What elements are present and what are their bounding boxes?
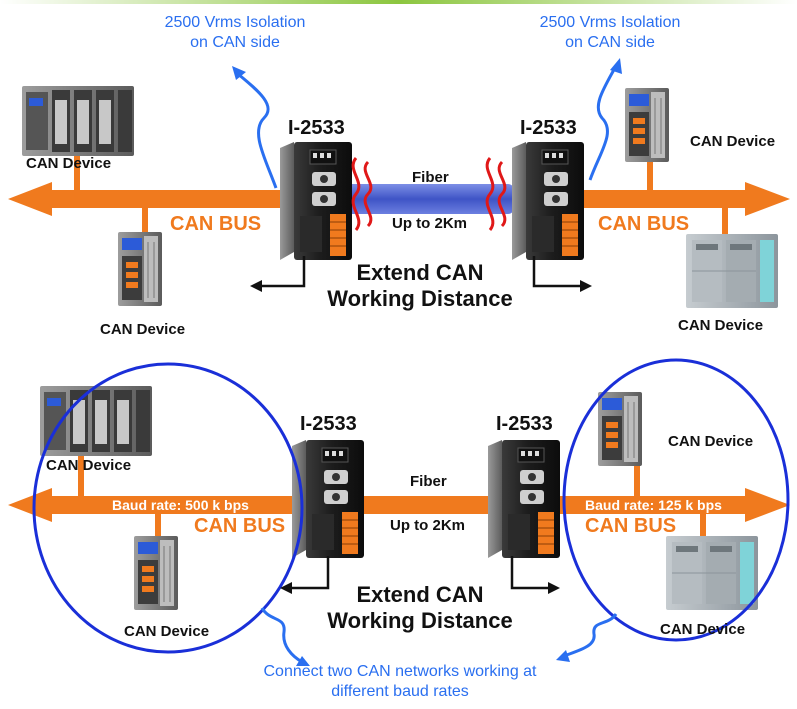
pointer-arrow-icon [250, 280, 262, 292]
extend-line: Extend CAN [356, 582, 484, 607]
bottom-stem [78, 452, 84, 498]
extend-line: Working Distance [327, 286, 513, 311]
top-stem [142, 204, 148, 236]
can-bus-label: CAN BUS [170, 213, 262, 235]
i2533-module-icon [279, 141, 353, 261]
fiber-label: Fiber [410, 473, 447, 490]
pointer-arrow-icon [580, 280, 592, 292]
can-bus-label: CAN BUS [585, 515, 677, 537]
fiber-distance-label: Up to 2Km [392, 215, 467, 232]
isolation-note-line: on CAN side [565, 34, 655, 51]
device-label: CAN Device [678, 317, 764, 334]
pointer-arrow-icon [256, 256, 306, 288]
can-device-icon [117, 231, 163, 307]
pointer-arrow-icon [510, 556, 554, 590]
bottom-stem [155, 512, 161, 542]
device-label: CAN Device [660, 621, 746, 638]
pointer-arrow-icon [280, 582, 292, 594]
plc-icon [665, 535, 759, 611]
device-label: CAN Device [100, 321, 186, 338]
device-label: CAN Device [124, 623, 210, 640]
can-device-icon [133, 535, 179, 611]
top-stem [647, 152, 653, 194]
pointer-arrow-icon [260, 607, 303, 664]
top-fiber-cable [342, 184, 514, 214]
bottom-section [8, 358, 790, 666]
device-label: CAN Device [668, 433, 754, 450]
pointer-arrow-icon [286, 556, 330, 590]
baud-note: Connect two CAN networks working at diff… [250, 662, 550, 702]
device-label: CAN Device [690, 133, 776, 150]
bottom-fiber-link [342, 497, 514, 514]
bottom-stem [700, 512, 706, 542]
can-device-icon [624, 87, 670, 163]
isolation-note-left: 2500 Vrms Isolation on CAN side [140, 13, 330, 53]
baud-note-line: Connect two CAN networks working at [263, 663, 537, 680]
fiber-label: Fiber [412, 169, 449, 186]
device-label: CAN Device [26, 155, 112, 172]
top-stem [722, 204, 728, 236]
isolation-note-line: on CAN side [190, 34, 280, 51]
extend-distance-text: Extend CAN Working Distance [320, 260, 520, 312]
pointer-arrow-icon [237, 72, 278, 189]
can-device-icon [40, 386, 152, 456]
model-label: I-2533 [496, 413, 553, 435]
model-label: I-2533 [520, 117, 577, 139]
i2533-module-icon [487, 439, 561, 559]
isolation-note-right: 2500 Vrms Isolation on CAN side [515, 13, 705, 53]
model-label: I-2533 [288, 117, 345, 139]
pointer-arrow-icon [588, 65, 618, 181]
extend-distance-text: Extend CAN Working Distance [320, 582, 520, 634]
plc-icon [685, 233, 779, 309]
network-ellipse [32, 362, 304, 654]
header-band [0, 0, 797, 4]
pointer-arrow-icon [556, 650, 570, 662]
baud-note-line: different baud rates [331, 683, 469, 700]
extend-line: Extend CAN [356, 260, 484, 285]
i2533-module-icon [511, 141, 585, 261]
isolation-note-line: 2500 Vrms Isolation [539, 14, 681, 31]
top-stem [74, 150, 80, 194]
pointer-arrow-icon [610, 58, 622, 74]
fiber-distance-label: Up to 2Km [390, 517, 465, 534]
network-ellipse [562, 358, 790, 642]
pointer-arrow-icon [563, 613, 618, 658]
baud-rate-label: Baud rate: 500 k bps [112, 497, 249, 513]
can-bus-label: CAN BUS [598, 213, 690, 235]
pointer-arrow-icon [232, 66, 246, 80]
device-label: CAN Device [46, 457, 132, 474]
can-device-icon [597, 391, 643, 467]
baud-rate-label: Baud rate: 125 k bps [585, 497, 722, 513]
pointer-arrow-icon [548, 582, 560, 594]
top-section [8, 58, 790, 309]
isolation-note-line: 2500 Vrms Isolation [164, 14, 306, 31]
can-bus-label: CAN BUS [194, 515, 286, 537]
pointer-arrow-icon [532, 256, 586, 288]
model-label: I-2533 [300, 413, 357, 435]
extend-line: Working Distance [327, 608, 513, 633]
pointer-arrow-icon [296, 656, 310, 666]
bottom-stem [634, 456, 640, 498]
can-device-icon [22, 86, 134, 156]
